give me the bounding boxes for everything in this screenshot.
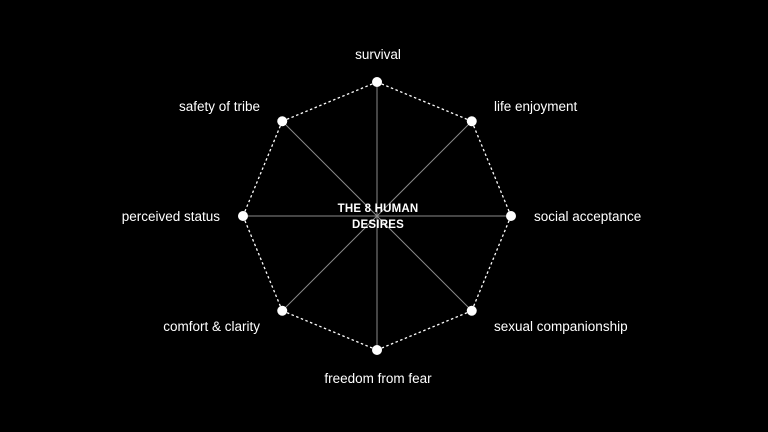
center-title-line-2: DESIRES [352,219,404,231]
node-dot [506,211,516,221]
node-label-freedom-from-fear: freedom from fear [324,371,432,386]
octagon-edge [281,81,378,122]
node-label-social-acceptance: social acceptance [534,209,642,224]
node-label-life-enjoyment: life enjoyment [494,99,578,114]
node-dot [466,116,477,127]
spoke-line [281,120,473,312]
octagon-edges [242,81,512,351]
spokes [243,82,511,350]
node-dot [372,77,382,87]
node-dot [277,305,288,316]
node-dot [466,305,477,316]
node-dot [238,211,248,221]
octagon-edge [471,215,512,312]
node-label-survival: survival [355,47,401,62]
node-dot [372,345,382,355]
node-label-safety-of-tribe: safety of tribe [178,99,260,114]
octagon-edge [242,215,283,312]
octagon-edge [471,120,512,217]
node-dots [238,77,516,355]
octagon-edge [376,310,473,351]
node-label-perceived-status: perceived status [121,209,220,224]
octagon-edge [242,120,283,217]
center-title-line-1: THE 8 HUMAN [337,203,419,215]
node-dot [277,116,288,127]
node-label-comfort-clarity: comfort & clarity [163,319,260,334]
center-title: THE 8 HUMAN DESIRES [308,201,448,233]
node-label-sexual-companionship: sexual companionship [494,319,628,334]
octagon-edge [281,310,378,351]
octagon-edge [376,81,473,122]
